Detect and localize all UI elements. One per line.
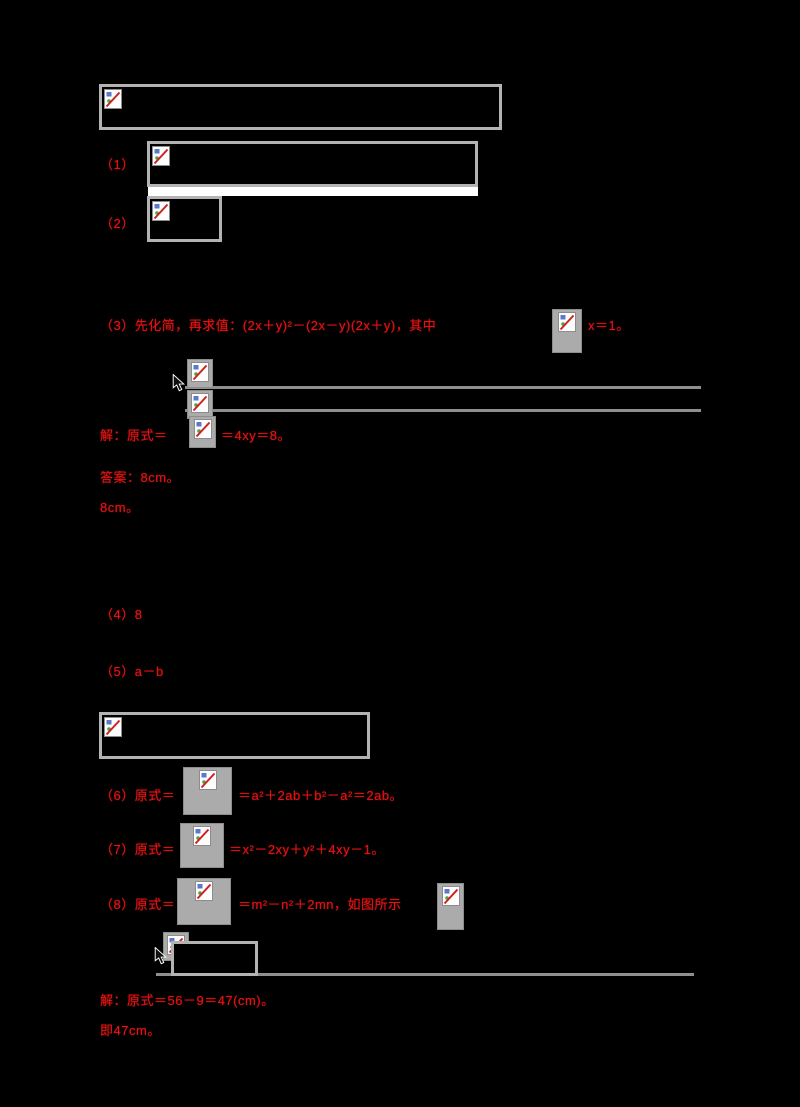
broken-image-icon xyxy=(104,89,122,109)
question-8-text: （8）原式＝ xyxy=(100,897,176,912)
broken-image-icon xyxy=(104,717,122,737)
answer-1-text: 答案：8cm。 xyxy=(100,470,181,485)
question-2-label: （2） xyxy=(100,216,135,231)
broken-image-icon xyxy=(152,201,170,221)
inline-image-placeholder xyxy=(177,878,231,925)
solution-2-note: 即47cm。 xyxy=(100,1023,161,1038)
question-5-text: （5）a－b xyxy=(100,664,164,679)
image-placeholder-box-4 xyxy=(99,712,370,759)
broken-image-icon xyxy=(441,886,460,906)
question-6-tail: ＝a²＋2ab＋b²－a²＝2ab。 xyxy=(238,788,404,803)
question-3-text-tail: x＝1。 xyxy=(588,318,630,333)
question-1-label: （1） xyxy=(100,157,135,172)
inline-image-placeholder xyxy=(189,416,216,448)
image-placeholder-box-2 xyxy=(147,141,478,187)
image-placeholder-box-5 xyxy=(171,941,258,976)
question-8-tail: ＝m²－n²＋2mn，如图所示 xyxy=(238,897,402,912)
mouse-cursor-icon xyxy=(154,946,168,965)
inline-image-placeholder xyxy=(187,390,213,419)
question-6-text: （6）原式＝ xyxy=(100,788,176,803)
question-7-tail: ＝x²－2xy＋y²＋4xy－1。 xyxy=(229,842,385,857)
broken-image-icon xyxy=(191,362,209,382)
solution-2-text: 解：原式＝56－9＝47(cm)。 xyxy=(100,993,275,1008)
broken-image-icon xyxy=(193,419,212,439)
mouse-cursor-icon xyxy=(172,373,186,392)
broken-image-icon xyxy=(191,393,209,413)
rule-line xyxy=(185,386,701,389)
solution-1-text: 解：原式＝ xyxy=(100,428,168,443)
question-7-text: （7）原式＝ xyxy=(100,842,176,857)
rule-line xyxy=(185,409,701,412)
inline-image-placeholder xyxy=(552,309,582,353)
inline-image-placeholder xyxy=(180,823,224,868)
white-strip xyxy=(148,187,478,196)
inline-image-placeholder xyxy=(183,767,232,815)
image-placeholder-box-1 xyxy=(99,84,502,130)
broken-image-icon xyxy=(193,826,211,846)
rule-line xyxy=(156,973,694,976)
question-4-text: （4）8 xyxy=(100,607,143,622)
image-placeholder-box-3 xyxy=(147,196,222,242)
broken-image-icon xyxy=(558,312,576,332)
inline-image-placeholder xyxy=(437,883,464,930)
answer-1-note: 8cm。 xyxy=(100,500,140,515)
broken-image-icon xyxy=(152,146,170,166)
inline-image-placeholder xyxy=(187,359,213,388)
broken-image-icon xyxy=(198,770,217,790)
solution-1-tail: ＝4xy＝8。 xyxy=(221,428,291,443)
question-3-text: （3）先化简，再求值：(2x＋y)²－(2x－y)(2x＋y)，其中 xyxy=(100,318,437,333)
broken-image-icon xyxy=(195,881,213,901)
